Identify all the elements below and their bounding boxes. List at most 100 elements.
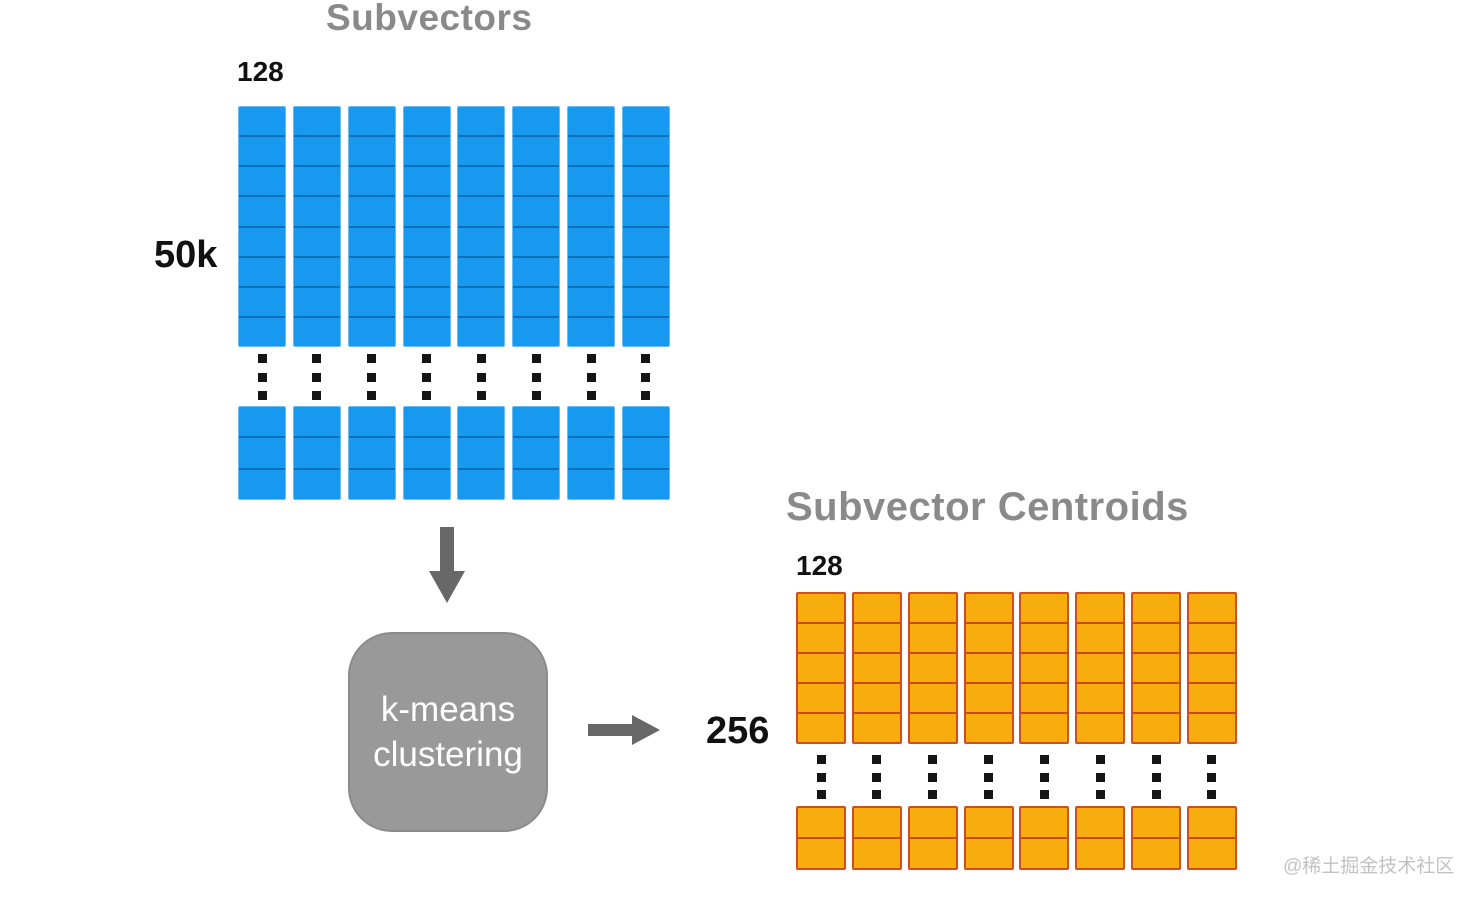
vector-cell <box>1021 712 1068 742</box>
vector-cell <box>239 315 285 346</box>
vector-cell <box>798 594 844 622</box>
vector-cell <box>348 255 395 286</box>
vector-cell <box>239 135 285 165</box>
vector-column <box>457 106 506 347</box>
vector-cell <box>622 315 669 346</box>
vector-column <box>796 592 846 744</box>
vector-cell <box>458 195 505 225</box>
vector-cell <box>568 467 615 499</box>
ellipsis-dot <box>641 391 651 400</box>
vector-cell <box>622 285 669 316</box>
vector-cell <box>622 255 669 286</box>
ellipsis-dot-column <box>964 755 1014 799</box>
vector-column <box>1019 592 1070 744</box>
vector-column <box>402 406 451 500</box>
ellipsis-dot <box>1207 790 1217 799</box>
vector-column <box>621 106 670 347</box>
vector-cell <box>966 594 1012 622</box>
vector-cell <box>458 255 505 286</box>
centroids-ellipsis <box>796 755 1237 799</box>
ellipsis-dot-column <box>238 354 286 400</box>
ellipsis-dot <box>984 755 994 764</box>
vector-cell <box>568 285 615 316</box>
ellipsis-dot <box>257 372 267 382</box>
vector-cell <box>965 712 1012 742</box>
vector-cell <box>293 467 340 499</box>
ellipsis-dot <box>1207 755 1217 764</box>
vector-cell <box>513 195 560 225</box>
vector-cell <box>513 467 560 499</box>
vector-cell <box>513 407 559 436</box>
vector-cell <box>458 165 505 195</box>
ellipsis-dot-column <box>348 354 396 400</box>
vector-column <box>1131 592 1182 744</box>
vector-cell <box>622 225 669 256</box>
ellipsis-dot <box>586 354 596 363</box>
vector-column <box>1186 806 1237 870</box>
vector-cell <box>513 165 560 195</box>
vector-cell <box>403 285 450 316</box>
vector-column <box>963 592 1014 744</box>
ellipsis-dot <box>872 790 882 799</box>
centroids-row-count-label: 256 <box>706 710 770 752</box>
ellipsis-dot <box>531 372 541 382</box>
ellipsis-dot <box>422 391 432 400</box>
ellipsis-dot <box>367 391 377 400</box>
vector-cell <box>622 165 669 195</box>
vector-column <box>1019 806 1070 870</box>
ellipsis-dot <box>257 354 267 363</box>
ellipsis-dot <box>816 772 826 782</box>
vector-column <box>238 106 286 347</box>
ellipsis-dot <box>531 354 541 363</box>
ellipsis-dot <box>1039 772 1049 782</box>
vector-cell <box>403 436 450 467</box>
vector-cell <box>458 107 504 135</box>
vector-cell <box>403 135 450 165</box>
ellipsis-dot <box>1095 772 1105 782</box>
vector-cell <box>798 682 844 712</box>
vector-cell <box>1133 682 1180 712</box>
centroids-title: Subvector Centroids <box>786 485 1189 529</box>
vector-column <box>1131 806 1182 870</box>
vector-cell <box>622 195 669 225</box>
ellipsis-dot <box>367 372 377 382</box>
vector-cell <box>348 467 395 499</box>
ellipsis-dot-column <box>1075 755 1125 799</box>
vector-cell <box>1133 652 1180 682</box>
vector-cell <box>853 712 900 742</box>
vector-cell <box>568 135 615 165</box>
vector-cell <box>910 808 956 837</box>
ellipsis-dot <box>872 772 882 782</box>
vector-cell <box>293 315 340 346</box>
ellipsis-dot-column <box>908 755 958 799</box>
centroids-matrix-top <box>796 592 1237 744</box>
ellipsis-dot <box>586 372 596 382</box>
vector-cell <box>1188 712 1235 742</box>
ellipsis-dot <box>586 391 596 400</box>
vector-cell <box>458 285 505 316</box>
ellipsis-dot <box>1095 755 1105 764</box>
vector-cell <box>1077 652 1124 682</box>
vector-column <box>851 592 902 744</box>
ellipsis-dot <box>1151 755 1161 764</box>
vector-cell <box>348 315 395 346</box>
vector-cell <box>239 467 285 499</box>
centroids-matrix-bottom <box>796 806 1237 870</box>
ellipsis-dot-column <box>293 354 341 400</box>
vector-cell <box>622 135 669 165</box>
vector-cell <box>1188 652 1235 682</box>
vector-column <box>851 806 902 870</box>
vector-cell <box>568 407 614 436</box>
vector-cell <box>568 165 615 195</box>
vector-column <box>512 406 561 500</box>
vector-cell <box>966 808 1012 837</box>
vector-cell <box>853 652 900 682</box>
vector-cell <box>1021 808 1067 837</box>
ellipsis-dot-column <box>512 354 560 400</box>
vector-column <box>1186 592 1237 744</box>
vector-cell <box>1188 837 1235 868</box>
vector-cell <box>1077 837 1124 868</box>
vector-cell <box>622 467 669 499</box>
vector-cell <box>403 225 450 256</box>
